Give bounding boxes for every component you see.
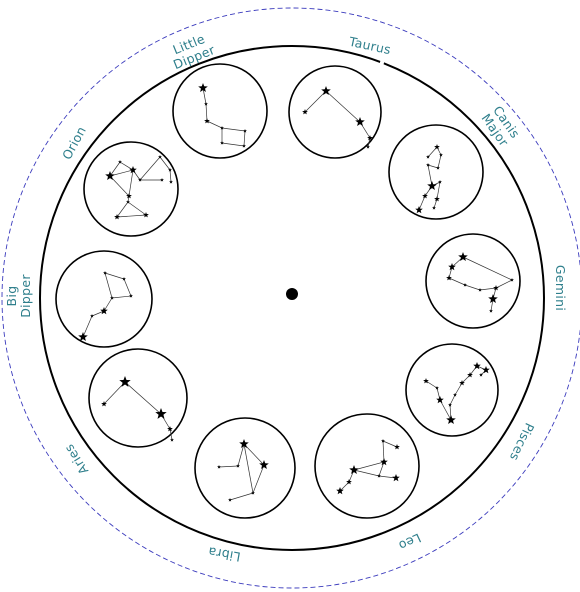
window-libra: [195, 418, 295, 518]
window-orion: [84, 142, 178, 236]
window-aries: [89, 349, 187, 447]
window-pisces: [406, 344, 498, 436]
window-frame-little-dipper: [173, 64, 267, 158]
window-frame-big-dipper: [56, 251, 152, 347]
label-gemini: Gemini: [553, 265, 568, 311]
window-frame-gemini: [426, 234, 520, 328]
window-frame-libra: [195, 418, 295, 518]
window-gemini: [426, 234, 520, 328]
window-frame-canis-major: [389, 125, 483, 219]
window-leo: [315, 414, 419, 518]
window-taurus: [289, 66, 381, 158]
window-little-dipper: [173, 64, 267, 158]
label-big-dipper-line2: Dipper: [18, 274, 33, 318]
window-frame-taurus: [289, 66, 381, 158]
window-frame-orion: [84, 142, 178, 236]
label-big-dipper-line1: Big: [4, 286, 19, 307]
label-aries: Aries: [61, 441, 91, 477]
label-big-dipper: Big Dipper: [4, 274, 33, 318]
window-big-dipper: [56, 251, 152, 347]
wheel-notch: [381, 59, 383, 66]
window-canis-major: [389, 125, 483, 219]
label-pisces: Pisces: [507, 421, 538, 464]
window-frame-aries: [89, 349, 187, 447]
label-leo: Leo: [396, 530, 423, 553]
window-frame-leo: [315, 414, 419, 518]
center-pivot: [286, 288, 298, 300]
label-libra: Libra: [207, 544, 242, 564]
